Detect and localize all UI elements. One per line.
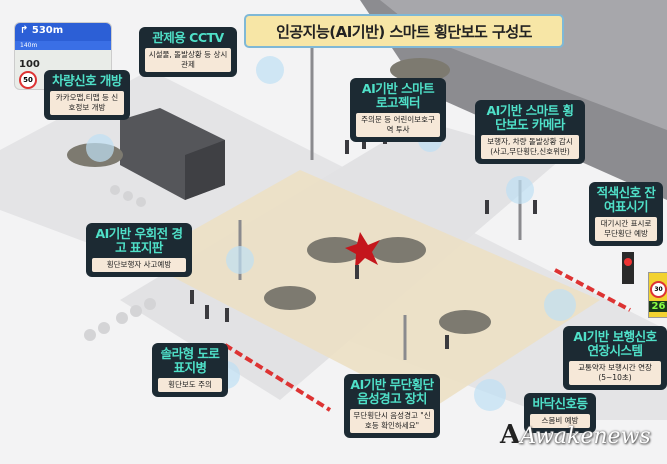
callout-desc: 시설물, 돌발상황 등 상시 관제 xyxy=(145,48,231,72)
callout-heading: AI기반 스마트 로고젝터 xyxy=(361,81,435,110)
watermark-logo: AAwakenews xyxy=(500,420,651,450)
watermark-text: Awakenews xyxy=(520,424,651,449)
crosswalk-area xyxy=(140,170,600,410)
callout-desc: 횡단보도 주의 xyxy=(158,378,222,392)
callout-voice-warning: AI기반 무단횡단 음성경고 장치 무단횡단시 음성경고 "신호등 확인하세요" xyxy=(344,374,440,438)
callout-heading: AI기반 무단횡단 음성경고 장치 xyxy=(350,377,434,406)
callout-desc: 대기시간 표시로 무단횡단 예방 xyxy=(595,217,657,241)
callout-heading: 솔라형 도로표지병 xyxy=(160,346,220,375)
trees xyxy=(84,185,156,341)
callout-vehicle-signal: 차량신호 개방 카카오맵,티맵 등 신호정보 개방 xyxy=(44,70,130,120)
speed-count-value: 26 xyxy=(649,301,667,312)
callout-heading: 바닥신호등 xyxy=(532,396,588,411)
callout-right-turn: AI기반 우회전 경고 표지판 횡단보행자 사고예방 xyxy=(86,223,192,277)
callout-desc: 횡단보행자 사고예방 xyxy=(92,258,186,272)
callout-solar-marker: 솔라형 도로표지병 횡단보도 주의 xyxy=(152,343,228,397)
callout-desc: 주의문 등 어린이보호구역 투사 xyxy=(356,113,440,137)
sensor-zones xyxy=(86,56,576,411)
pedestrian-signal xyxy=(622,252,634,284)
callout-logojector: AI기반 스마트 로고젝터 주의문 등 어린이보호구역 투사 xyxy=(350,78,446,142)
speed-limit-sign: 30 26 xyxy=(648,272,667,318)
curb-stripe xyxy=(223,343,332,412)
callout-heading: 차량신호 개방 xyxy=(52,73,122,88)
page-title: 인공지능(AI기반) 스마트 횡단보도 구성도 xyxy=(244,14,564,48)
nav-turn-distance: ↱ 530m xyxy=(15,23,111,41)
callout-heading: 적색신호 잔여표시기 xyxy=(596,185,656,214)
callout-camera: AI기반 스마트 횡단보도 카메라 보행자, 차량 돌발상황 감시 (사고,무단… xyxy=(475,100,585,164)
callout-desc: 카카오맵,티맵 등 신호정보 개방 xyxy=(50,91,124,115)
callout-floor-signal: 바닥신호등 스몸비 예방 xyxy=(524,393,596,433)
callout-cctv: 관제용 CCTV 시설물, 돌발상황 등 상시 관제 xyxy=(139,27,237,77)
nav-current-speed: 100 xyxy=(19,59,40,70)
callout-desc: 교통약자 보행시간 연장 (5~10초) xyxy=(569,361,661,385)
nav-sub-distance: 140m xyxy=(15,41,111,50)
callout-heading: 관제용 CCTV xyxy=(152,30,224,45)
curb-stripe xyxy=(554,268,631,312)
callout-red-timer: 적색신호 잔여표시기 대기시간 표시로 무단횡단 예방 xyxy=(589,182,663,246)
speed-limit-value: 30 xyxy=(650,281,667,298)
nav-speed-limit: 50 xyxy=(19,71,37,89)
callout-desc: 스몸비 예방 xyxy=(530,414,590,428)
callout-heading: AI기반 스마트 횡단보도 카메라 xyxy=(486,103,574,132)
callout-desc: 보행자, 차량 돌발상황 감시 (사고,무단횡단,신호위반) xyxy=(481,135,579,159)
callout-heading: AI기반 우회전 경고 표지판 xyxy=(95,226,183,255)
bus xyxy=(120,108,225,200)
callout-signal-extension: AI기반 보행신호 연장시스템 교통약자 보행시간 연장 (5~10초) xyxy=(563,326,667,390)
collision-icon xyxy=(345,232,380,268)
callout-desc: 무단횡단시 음성경고 "신호등 확인하세요" xyxy=(350,409,434,433)
nav-distance: 530m xyxy=(31,25,64,36)
callout-heading: AI기반 보행신호 연장시스템 xyxy=(573,329,657,358)
